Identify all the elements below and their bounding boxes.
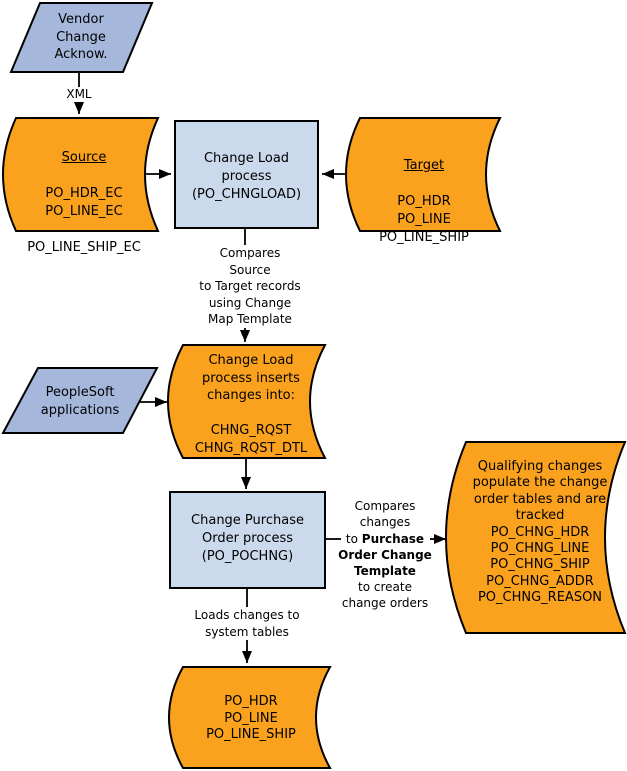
change-load-process-label: Change Load process (PO_CHNGLOAD) (191, 151, 302, 202)
loads-changes-annotation: Loads changes to system tables (187, 607, 307, 640)
change-load-process-box (174, 120, 319, 229)
change-po-process-box (169, 491, 326, 589)
target-datastore-label: Target PO_HDR PO_LINE PO_LINE_SHIP (354, 139, 494, 265)
peoplesoft-label: PeopleSoft applications (40, 385, 120, 418)
source-datastore-shape (2, 117, 160, 232)
vendor-acknow-parallelogram (9, 2, 154, 73)
qualifying-datastore-shape (445, 441, 627, 634)
compares-changes-pre: Compares changes to (345, 499, 416, 546)
source-heading: Source (61, 150, 107, 165)
target-datastore-shape (345, 117, 502, 232)
compares-changes-annotation: Compares changes to Purchase Order Chang… (325, 482, 445, 612)
compares-source-annotation: Compares Source to Target records using … (190, 245, 310, 328)
compares-changes-bold: Purchase Order Change Template (338, 531, 432, 579)
system-tables-datastore-label: PO_HDR PO_LINE PO_LINE_SHIP (206, 694, 296, 742)
compares-changes-post: to create change orders (341, 580, 429, 611)
qualifying-datastore-label: Qualifying changes populate the change o… (472, 459, 608, 606)
source-datastore-label: Source PO_HDR_EC PO_LINE_EC PO_LINE_SHIP… (14, 131, 154, 275)
source-records: PO_HDR_EC PO_LINE_EC PO_LINE_SHIP_EC (27, 186, 141, 255)
change-po-process-label: Change Purchase Order process (PO_POCHNG… (191, 513, 304, 564)
target-heading: Target (403, 158, 445, 173)
chng-rqst-datastore-label: Change Load process inserts changes into… (194, 353, 308, 456)
vendor-acknow-label: Vendor Change Acknow. (54, 12, 108, 62)
target-records: PO_HDR PO_LINE PO_LINE_SHIP (379, 194, 469, 245)
peoplesoft-parallelogram (1, 367, 159, 434)
xml-annotation: XML (59, 87, 99, 102)
chng-rqst-datastore-shape (167, 344, 327, 459)
system-tables-datastore-shape (168, 666, 332, 769)
